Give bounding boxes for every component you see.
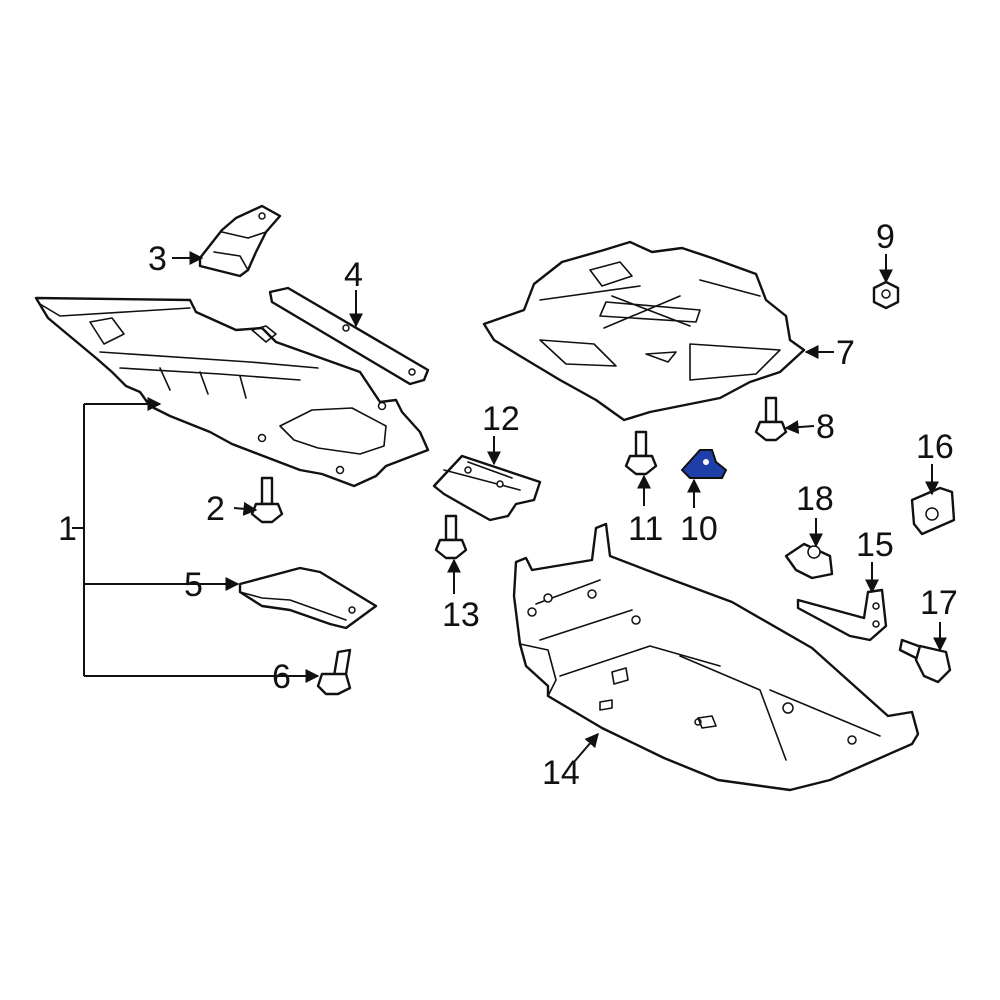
callout-17[interactable]: 17 — [920, 584, 958, 622]
callout-16[interactable]: 16 — [916, 428, 954, 466]
part-3-bracket[interactable] — [198, 204, 282, 278]
callout-13[interactable]: 13 — [442, 596, 480, 634]
part-17-push-pin[interactable] — [898, 638, 952, 684]
part-8-bolt[interactable] — [754, 396, 788, 442]
callout-8[interactable]: 8 — [816, 408, 835, 446]
callout-10[interactable]: 10 — [680, 510, 718, 548]
callout-18[interactable]: 18 — [796, 480, 834, 518]
callout-4[interactable]: 4 — [344, 256, 363, 294]
part-14-skid-plate[interactable] — [512, 522, 920, 792]
part-10-clip-highlighted[interactable] — [680, 449, 728, 479]
callout-12[interactable]: 12 — [482, 400, 520, 438]
part-7-rear-under-cover[interactable] — [482, 240, 806, 422]
part-13-bolt[interactable] — [434, 514, 468, 560]
part-12-small-shield[interactable] — [432, 454, 542, 522]
callout-2[interactable]: 2 — [206, 490, 225, 528]
callout-7[interactable]: 7 — [836, 334, 855, 372]
part-9-nut[interactable] — [872, 280, 900, 310]
callout-11[interactable]: 11 — [628, 510, 663, 548]
part-11-bolt[interactable] — [624, 430, 658, 476]
part-1-front-under-cover[interactable] — [34, 296, 430, 488]
part-16-clip-nut[interactable] — [910, 486, 956, 536]
part-18-grommet[interactable] — [784, 542, 834, 580]
part-2-bolt[interactable] — [250, 476, 284, 524]
part-4-reinforcement-strip[interactable] — [268, 286, 430, 386]
callout-3[interactable]: 3 — [148, 240, 167, 278]
callout-14[interactable]: 14 — [542, 754, 580, 792]
part-15-bracket[interactable] — [796, 588, 888, 642]
callout-9[interactable]: 9 — [876, 218, 895, 256]
callout-labels: 1 2 3 4 5 6 7 8 9 10 11 12 13 14 15 16 1… — [58, 218, 958, 792]
callout-1[interactable]: 1 — [58, 510, 77, 548]
part-6-bolt[interactable] — [316, 648, 352, 696]
leader-lines — [72, 251, 947, 763]
part-5-cover-plate[interactable] — [238, 566, 378, 630]
callout-5[interactable]: 5 — [184, 566, 203, 604]
callout-15[interactable]: 15 — [856, 526, 894, 564]
callout-6[interactable]: 6 — [272, 658, 291, 696]
